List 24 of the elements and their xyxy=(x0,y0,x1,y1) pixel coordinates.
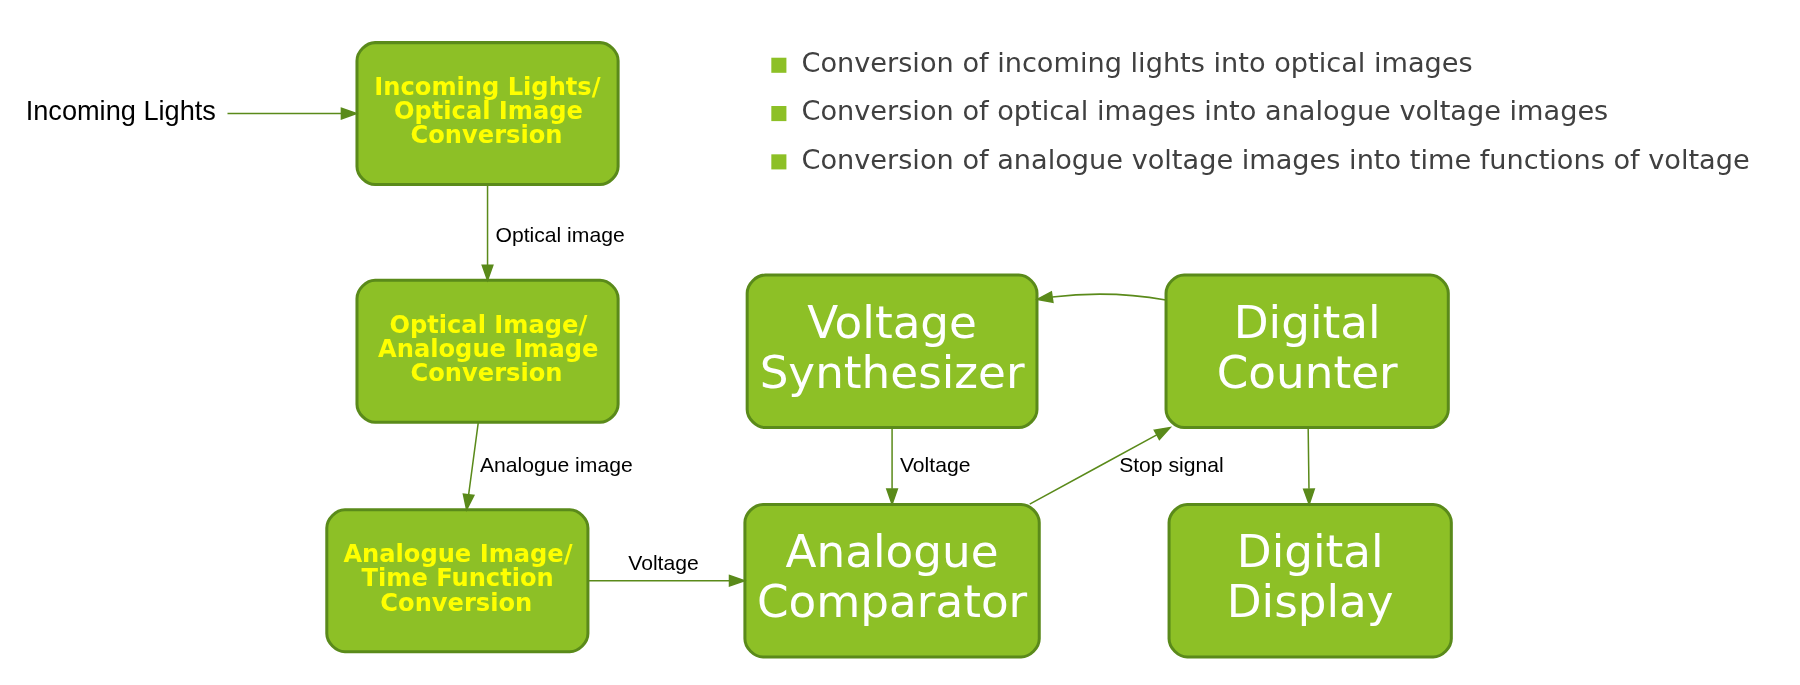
label: Conversion of optical images into analogue voltage images xyxy=(801,94,1609,126)
edge-label: Voltage xyxy=(628,550,699,574)
node-box: Analogue Comparator xyxy=(743,502,1041,658)
arrow xyxy=(885,426,899,506)
node-box: Optical Image/ Analogue Image Conversion xyxy=(355,278,620,424)
node-box: Voltage Synthesizer xyxy=(745,273,1039,429)
node-box: Incoming Lights/ Optical Image Conversion xyxy=(355,40,620,186)
arrow xyxy=(1302,426,1316,506)
arrow xyxy=(462,421,479,512)
node-text: Incoming Lights xyxy=(25,94,216,126)
arrow xyxy=(226,106,359,120)
edge-label: Voltage xyxy=(899,452,971,476)
node-box: Analogue Image/ Time Function Conversion xyxy=(325,507,590,653)
arrow xyxy=(481,183,494,283)
edge-label: Analogue image xyxy=(479,452,633,476)
arrow xyxy=(1034,290,1167,303)
arrow xyxy=(587,573,747,587)
edge-label: Optical image xyxy=(495,222,625,246)
edge-label: Stop signal xyxy=(1119,452,1224,476)
node-box: Digital Counter xyxy=(1164,273,1450,429)
node-box: Digital Display xyxy=(1167,502,1453,658)
label: Conversion of incoming lights into optical images xyxy=(801,46,1473,78)
arrow xyxy=(1028,425,1173,505)
label: Conversion of analogue voltage images into time functions of voltage xyxy=(801,143,1750,175)
